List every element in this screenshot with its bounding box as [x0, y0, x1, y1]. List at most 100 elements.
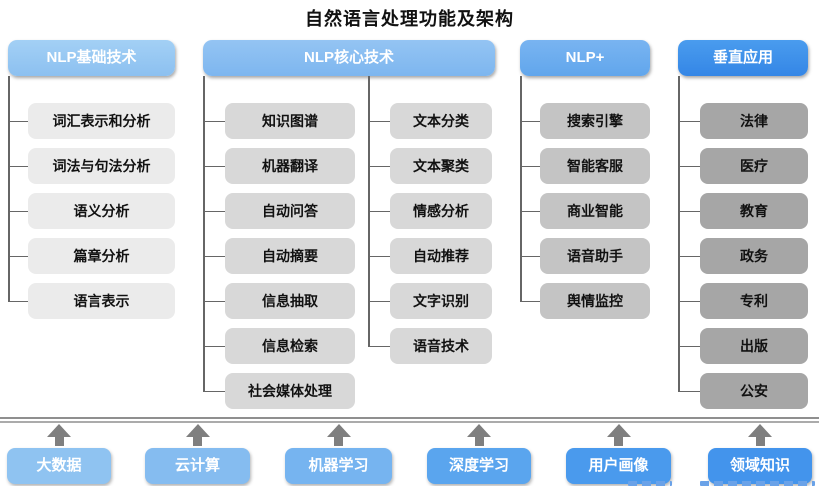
item-box: 教育 — [700, 193, 808, 229]
connector-tick — [368, 255, 390, 257]
connector-tick — [520, 165, 540, 167]
item-box: 词汇表示和分析 — [28, 103, 175, 139]
item-box: 出版 — [700, 328, 808, 364]
diagram-row: 词法与句法分析 — [8, 148, 175, 184]
diagram-row: 词汇表示和分析 — [8, 103, 175, 139]
diagram-row: 文本聚类 — [368, 148, 492, 184]
connector-tick — [203, 390, 225, 392]
up-arrow-stem — [334, 437, 343, 446]
connector-tick — [8, 165, 28, 167]
up-arrow-icon — [467, 424, 491, 437]
item-box: 专利 — [700, 283, 808, 319]
up-arrow-icon — [748, 424, 772, 437]
diagram-row: 政务 — [678, 238, 808, 274]
foundation-box: 深度学习 — [427, 448, 531, 484]
item-stack-core-right: 文本分类 文本聚类 情感分析 自动推荐 文字识别 语音技术 — [368, 103, 492, 373]
item-box: 信息检索 — [225, 328, 355, 364]
diagram-row: 出版 — [678, 328, 808, 364]
connector-vline — [203, 76, 205, 391]
foundation-group: 领域知识 — [708, 424, 812, 484]
diagram-row: 信息抽取 — [203, 283, 355, 319]
item-box: 文本聚类 — [390, 148, 492, 184]
clipped-watermark — [700, 481, 815, 486]
diagram-row: 商业智能 — [520, 193, 650, 229]
connector-tick — [520, 300, 540, 302]
diagram-row: 搜索引擎 — [520, 103, 650, 139]
item-box: 舆情监控 — [540, 283, 650, 319]
diagram-row: 信息检索 — [203, 328, 355, 364]
item-stack-vertical: 法律 医疗 教育 政务 专利 出版 公安 — [678, 103, 808, 418]
item-box: 文本分类 — [390, 103, 492, 139]
foundation-group: 用户画像 — [566, 424, 671, 484]
diagram-row: 社会媒体处理 — [203, 373, 355, 409]
page-title: 自然语言处理功能及架构 — [305, 9, 514, 29]
diagram-row: 机器翻译 — [203, 148, 355, 184]
foundation-group: 机器学习 — [285, 424, 392, 484]
diagram-row: 自动推荐 — [368, 238, 492, 274]
connector-tick — [368, 345, 390, 347]
item-box: 情感分析 — [390, 193, 492, 229]
item-box: 社会媒体处理 — [225, 373, 355, 409]
connector-tick — [678, 390, 700, 392]
diagram-row: 舆情监控 — [520, 283, 650, 319]
connector-tick — [203, 165, 225, 167]
item-box: 公安 — [700, 373, 808, 409]
diagram-row: 自动问答 — [203, 193, 355, 229]
connector-tick — [8, 210, 28, 212]
diagram-row: 语音助手 — [520, 238, 650, 274]
item-box: 语音助手 — [540, 238, 650, 274]
diagram-row: 语义分析 — [8, 193, 175, 229]
item-box: 商业智能 — [540, 193, 650, 229]
separator-line-top — [0, 417, 819, 419]
connector-tick — [368, 120, 390, 122]
connector-tick — [203, 120, 225, 122]
foundation-group: 云计算 — [145, 424, 250, 484]
connector-tick — [203, 345, 225, 347]
diagram-row: 自动摘要 — [203, 238, 355, 274]
connector-tick — [203, 255, 225, 257]
column-header-vertical-apps: 垂直应用 — [678, 40, 808, 76]
watermark-stripes — [628, 481, 672, 486]
connector-tick — [520, 255, 540, 257]
connector-tick — [368, 210, 390, 212]
up-arrow-icon — [326, 424, 351, 437]
connector-tick — [368, 165, 390, 167]
item-box: 语音技术 — [390, 328, 492, 364]
column-vertical-apps: 垂直应用 法律 医疗 教育 政务 专利 出版 公安 — [678, 40, 808, 409]
item-box: 机器翻译 — [225, 148, 355, 184]
diagram-row: 语音技术 — [368, 328, 492, 364]
connector-vline — [520, 76, 522, 301]
item-stack-plus: 搜索引擎 智能客服 商业智能 语音助手 舆情监控 — [520, 103, 650, 328]
foundation-group: 大数据 — [7, 424, 111, 484]
item-box: 文字识别 — [390, 283, 492, 319]
item-box: 语言表示 — [28, 283, 175, 319]
connector-tick — [8, 120, 28, 122]
diagram-row: 教育 — [678, 193, 808, 229]
item-box: 搜索引擎 — [540, 103, 650, 139]
diagram-row: 文本分类 — [368, 103, 492, 139]
up-arrow-icon — [606, 424, 631, 437]
connector-tick — [520, 120, 540, 122]
column-nlp-plus: NLP+ 搜索引擎 智能客服 商业智能 语音助手 舆情监控 — [520, 40, 650, 319]
item-box: 篇章分析 — [28, 238, 175, 274]
column-nlp-basic: NLP基础技术 词汇表示和分析 词法与句法分析 语义分析 篇章分析 语言表示 — [8, 40, 175, 319]
connector-tick — [8, 255, 28, 257]
diagram-row: 法律 — [678, 103, 808, 139]
column-header-nlp-plus: NLP+ — [520, 40, 650, 76]
connector-tick — [203, 210, 225, 212]
connector-tick — [678, 210, 700, 212]
item-stack-core-left: 知识图谱 机器翻译 自动问答 自动摘要 信息抽取 信息检索 社会媒体处理 — [203, 103, 355, 418]
connector-tick — [678, 165, 700, 167]
item-box: 语义分析 — [28, 193, 175, 229]
connector-vline — [678, 76, 680, 391]
item-box: 自动问答 — [225, 193, 355, 229]
diagram-row: 篇章分析 — [8, 238, 175, 274]
item-box: 智能客服 — [540, 148, 650, 184]
diagram-row: 专利 — [678, 283, 808, 319]
separator-line-bottom — [0, 421, 819, 423]
connector-tick — [203, 300, 225, 302]
item-box: 政务 — [700, 238, 808, 274]
foundation-box: 领域知识 — [708, 448, 812, 484]
watermark-stripes — [700, 481, 815, 486]
